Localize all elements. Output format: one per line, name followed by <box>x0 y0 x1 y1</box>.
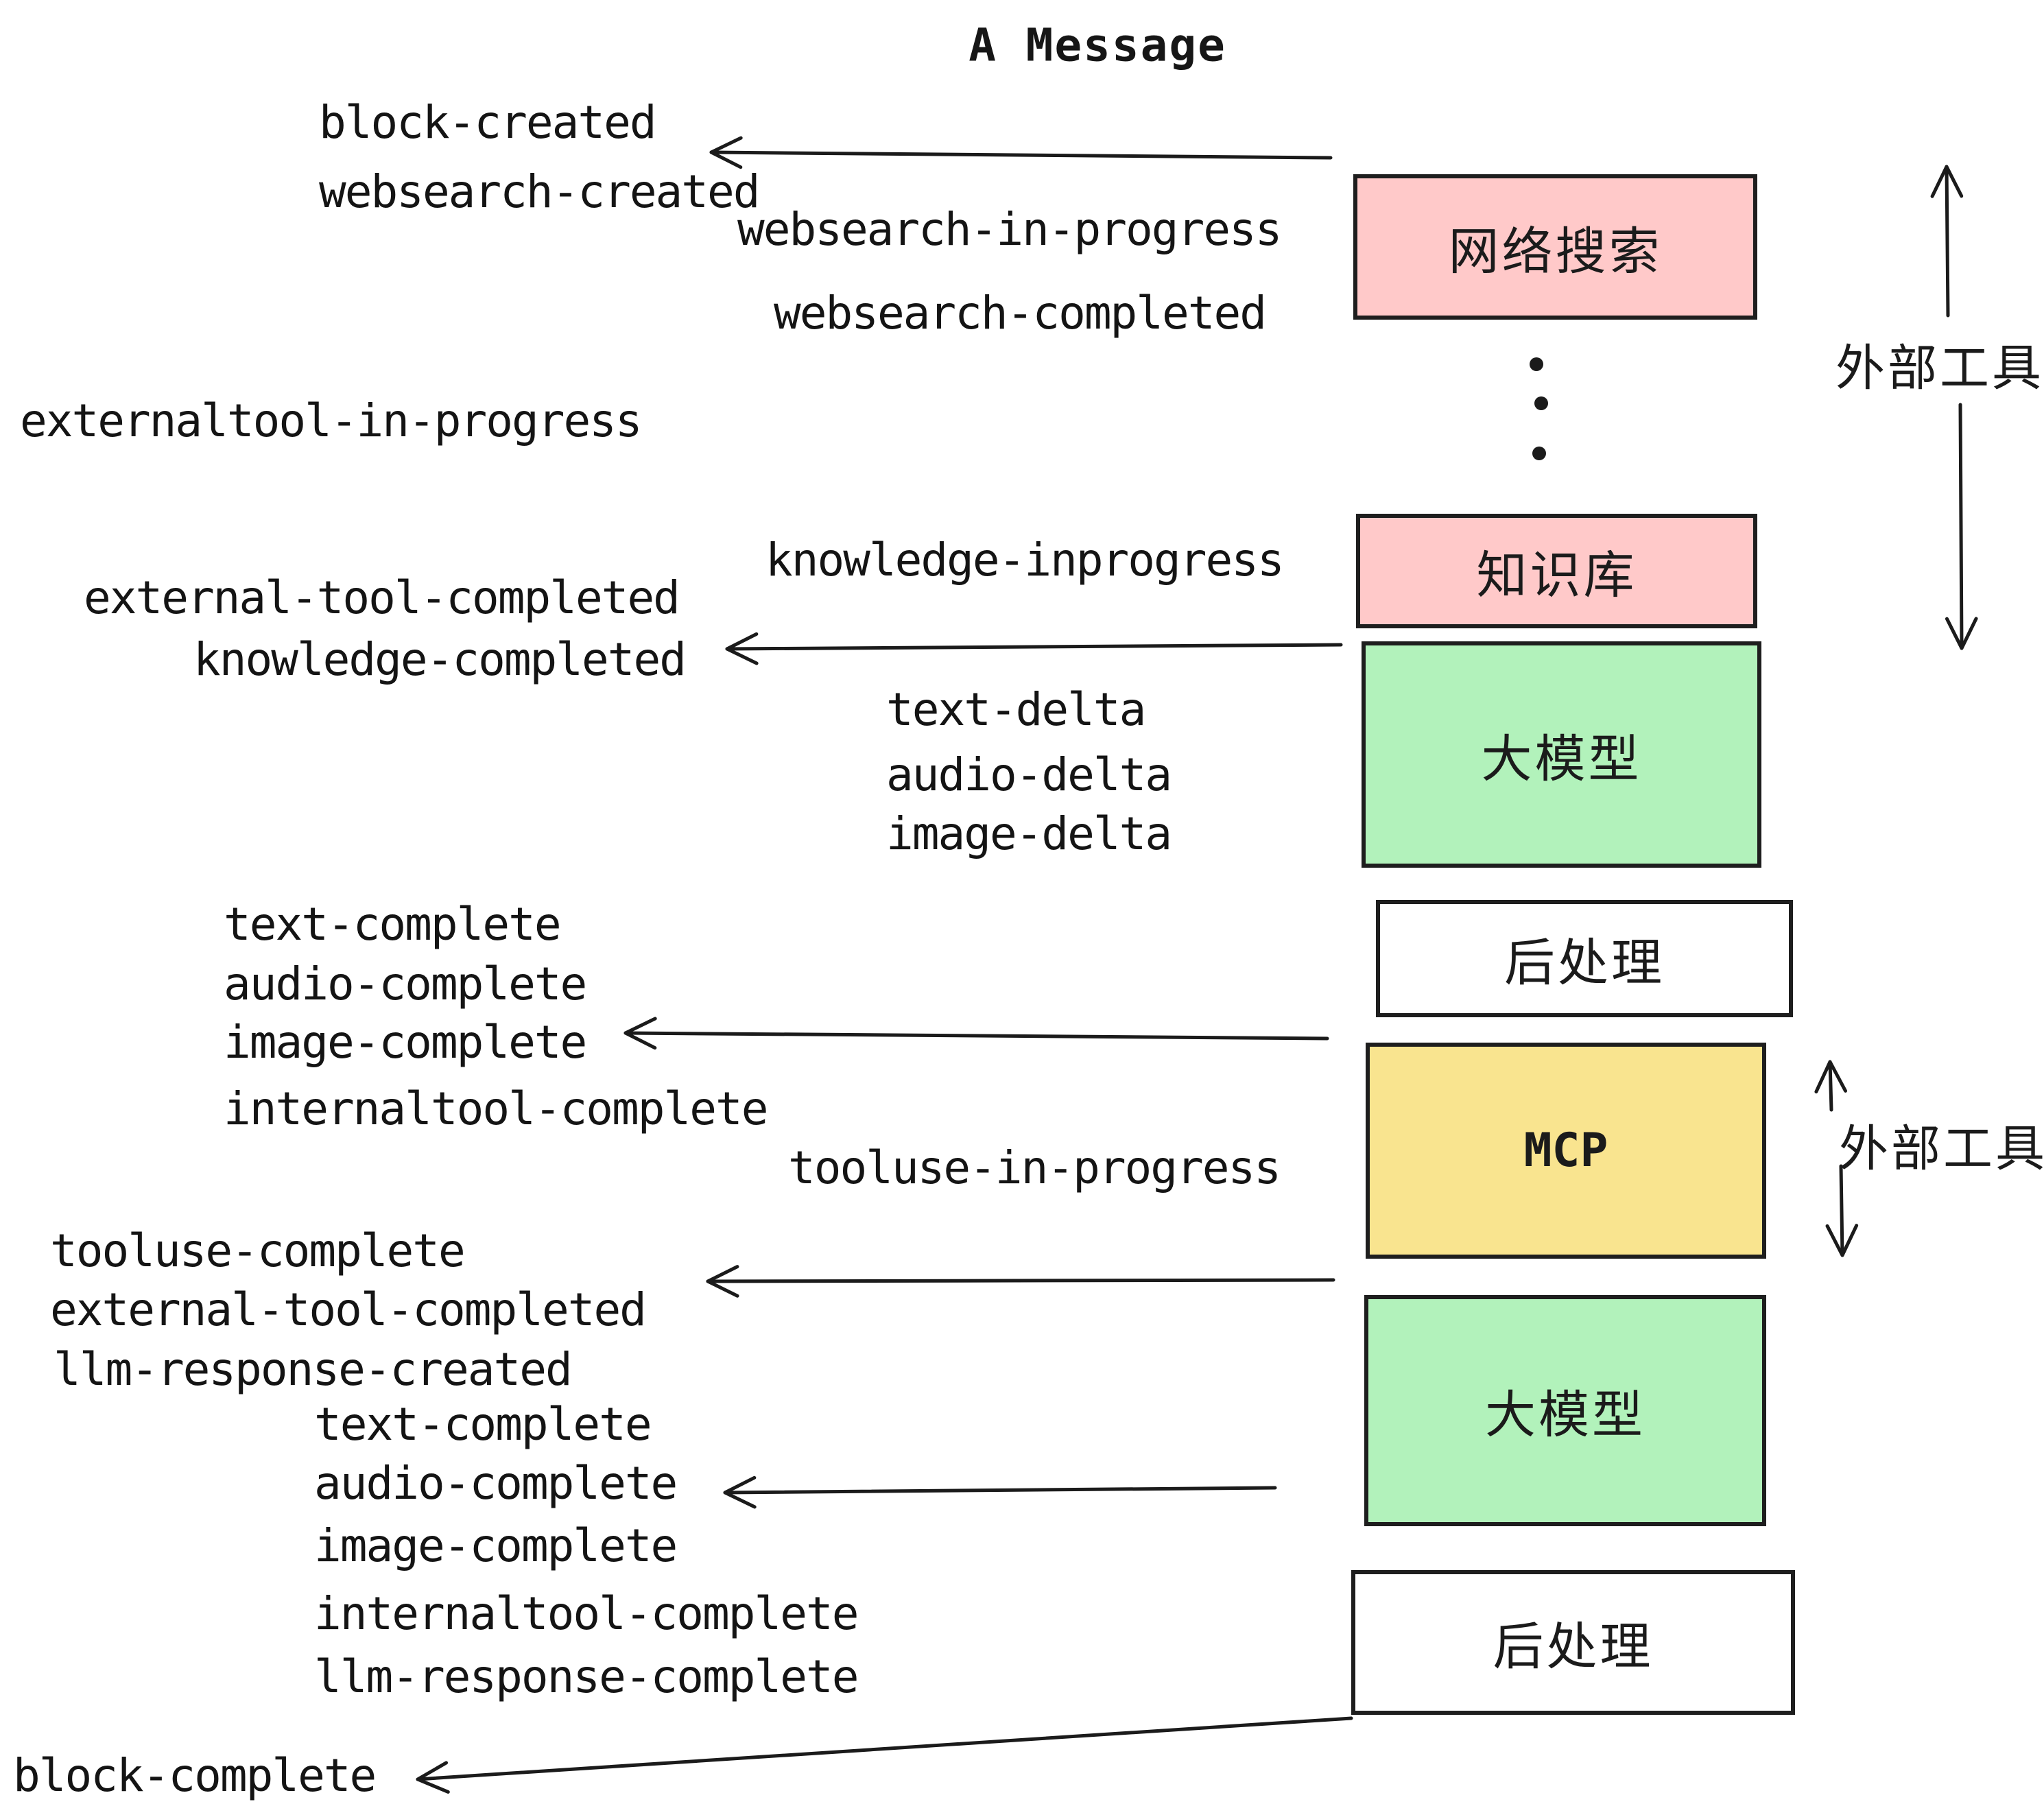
arrow-line-to-knowledge-completed <box>725 643 1343 651</box>
event-label-websearch-in-progress: websearch-in-progress <box>737 202 1282 256</box>
ellipsis-dot-icon <box>1530 357 1543 371</box>
arrowhead-icon-to-audio-complete-2 <box>723 1475 757 1509</box>
arrowhead-icon-to-block-complete <box>416 1761 450 1794</box>
arrow-line-to-image-complete <box>623 1031 1329 1041</box>
event-label-audio-complete-2: audio-complete <box>314 1456 678 1510</box>
event-label-text-delta-1: text-delta <box>886 683 1146 736</box>
node-llm-2: 大模型 <box>1364 1295 1766 1526</box>
side-annotation-external-tools-top: 外部工具 <box>1835 339 2044 397</box>
event-label-internaltool-complete-2: internaltool-complete <box>314 1587 859 1640</box>
event-label-text-complete-2: text-complete <box>314 1397 652 1451</box>
arrow-line-to-block-complete <box>416 1716 1353 1781</box>
node-mcp: MCP <box>1366 1043 1766 1259</box>
event-label-image-complete-1: image-complete <box>224 1015 587 1069</box>
event-label-image-delta-1: image-delta <box>886 807 1172 860</box>
event-label-knowledge-completed: knowledge-completed <box>193 632 687 686</box>
arrow-line-external-tools-top-down <box>1958 403 1964 650</box>
node-label-mcp: MCP <box>1523 1124 1608 1178</box>
node-label-llm-2: 大模型 <box>1485 1386 1645 1445</box>
arrowhead-icon-to-block-created <box>709 136 743 169</box>
arrow-line-external-tools-mcp-up <box>1828 1060 1833 1112</box>
event-label-websearch-created: websearch-created <box>319 165 761 218</box>
diagram-title: A Message <box>968 19 1226 72</box>
arrowhead-icon-external-tools-top-down <box>1945 617 1978 650</box>
event-label-audio-complete-1: audio-complete <box>224 957 587 1010</box>
arrowhead-icon-external-tools-mcp-down <box>1825 1224 1859 1257</box>
event-label-image-complete-2: image-complete <box>314 1519 678 1572</box>
event-label-text-complete-1: text-complete <box>224 897 562 951</box>
event-label-tooluse-complete: tooluse-complete <box>50 1224 466 1277</box>
event-label-block-created: block-created <box>319 95 657 149</box>
event-label-internaltool-complete-1: internaltool-complete <box>224 1082 768 1135</box>
ellipsis-dot-icon <box>1532 447 1546 460</box>
event-label-block-complete: block-complete <box>13 1748 377 1802</box>
node-label-websearch: 网络搜索 <box>1448 222 1663 281</box>
arrowhead-icon-external-tools-mcp-up <box>1814 1060 1848 1094</box>
arrowhead-icon-external-tools-top-up <box>1930 165 1964 198</box>
node-knowledge: 知识库 <box>1356 514 1757 628</box>
event-label-external-tool-completed-2: external-tool-completed <box>50 1283 647 1336</box>
arrow-line-to-tooluse-complete <box>706 1278 1335 1283</box>
event-label-llm-response-complete: llm-response-complete <box>314 1650 859 1703</box>
node-postprocess-1: 后处理 <box>1376 900 1793 1017</box>
event-label-websearch-completed: websearch-completed <box>774 286 1267 340</box>
node-websearch: 网络搜索 <box>1353 174 1757 320</box>
node-label-llm-1: 大模型 <box>1481 729 1642 789</box>
arrow-line-external-tools-mcp-down <box>1839 1164 1844 1257</box>
event-label-external-tool-completed: external-tool-completed <box>84 571 680 624</box>
arrowhead-icon-to-image-complete <box>623 1017 657 1050</box>
event-label-llm-response-created: llm-response-created <box>54 1342 573 1396</box>
side-annotation-external-tools-mcp: 外部工具 <box>1838 1119 2044 1178</box>
node-postprocess-2: 后处理 <box>1351 1570 1795 1715</box>
arrowhead-icon-to-tooluse-complete <box>706 1265 739 1298</box>
arrow-line-to-block-created <box>709 150 1333 160</box>
arrowhead-icon-to-knowledge-completed <box>725 632 759 665</box>
node-label-postprocess-2: 后处理 <box>1493 1617 1654 1676</box>
node-label-postprocess-1: 后处理 <box>1504 934 1665 993</box>
event-label-knowledge-inprogress: knowledge-inprogress <box>765 533 1285 586</box>
arrow-line-to-audio-complete-2 <box>723 1486 1277 1495</box>
arrow-line-external-tools-top-up <box>1945 165 1950 318</box>
node-llm-1: 大模型 <box>1362 641 1761 868</box>
ellipsis-dot-icon <box>1534 396 1548 410</box>
event-label-tooluse-in-progress: tooluse-in-progress <box>788 1141 1281 1194</box>
event-label-audio-delta-1: audio-delta <box>886 748 1172 801</box>
node-label-knowledge: 知识库 <box>1476 546 1637 605</box>
event-label-externaltool-in-progress: externaltool-in-progress <box>20 394 643 447</box>
